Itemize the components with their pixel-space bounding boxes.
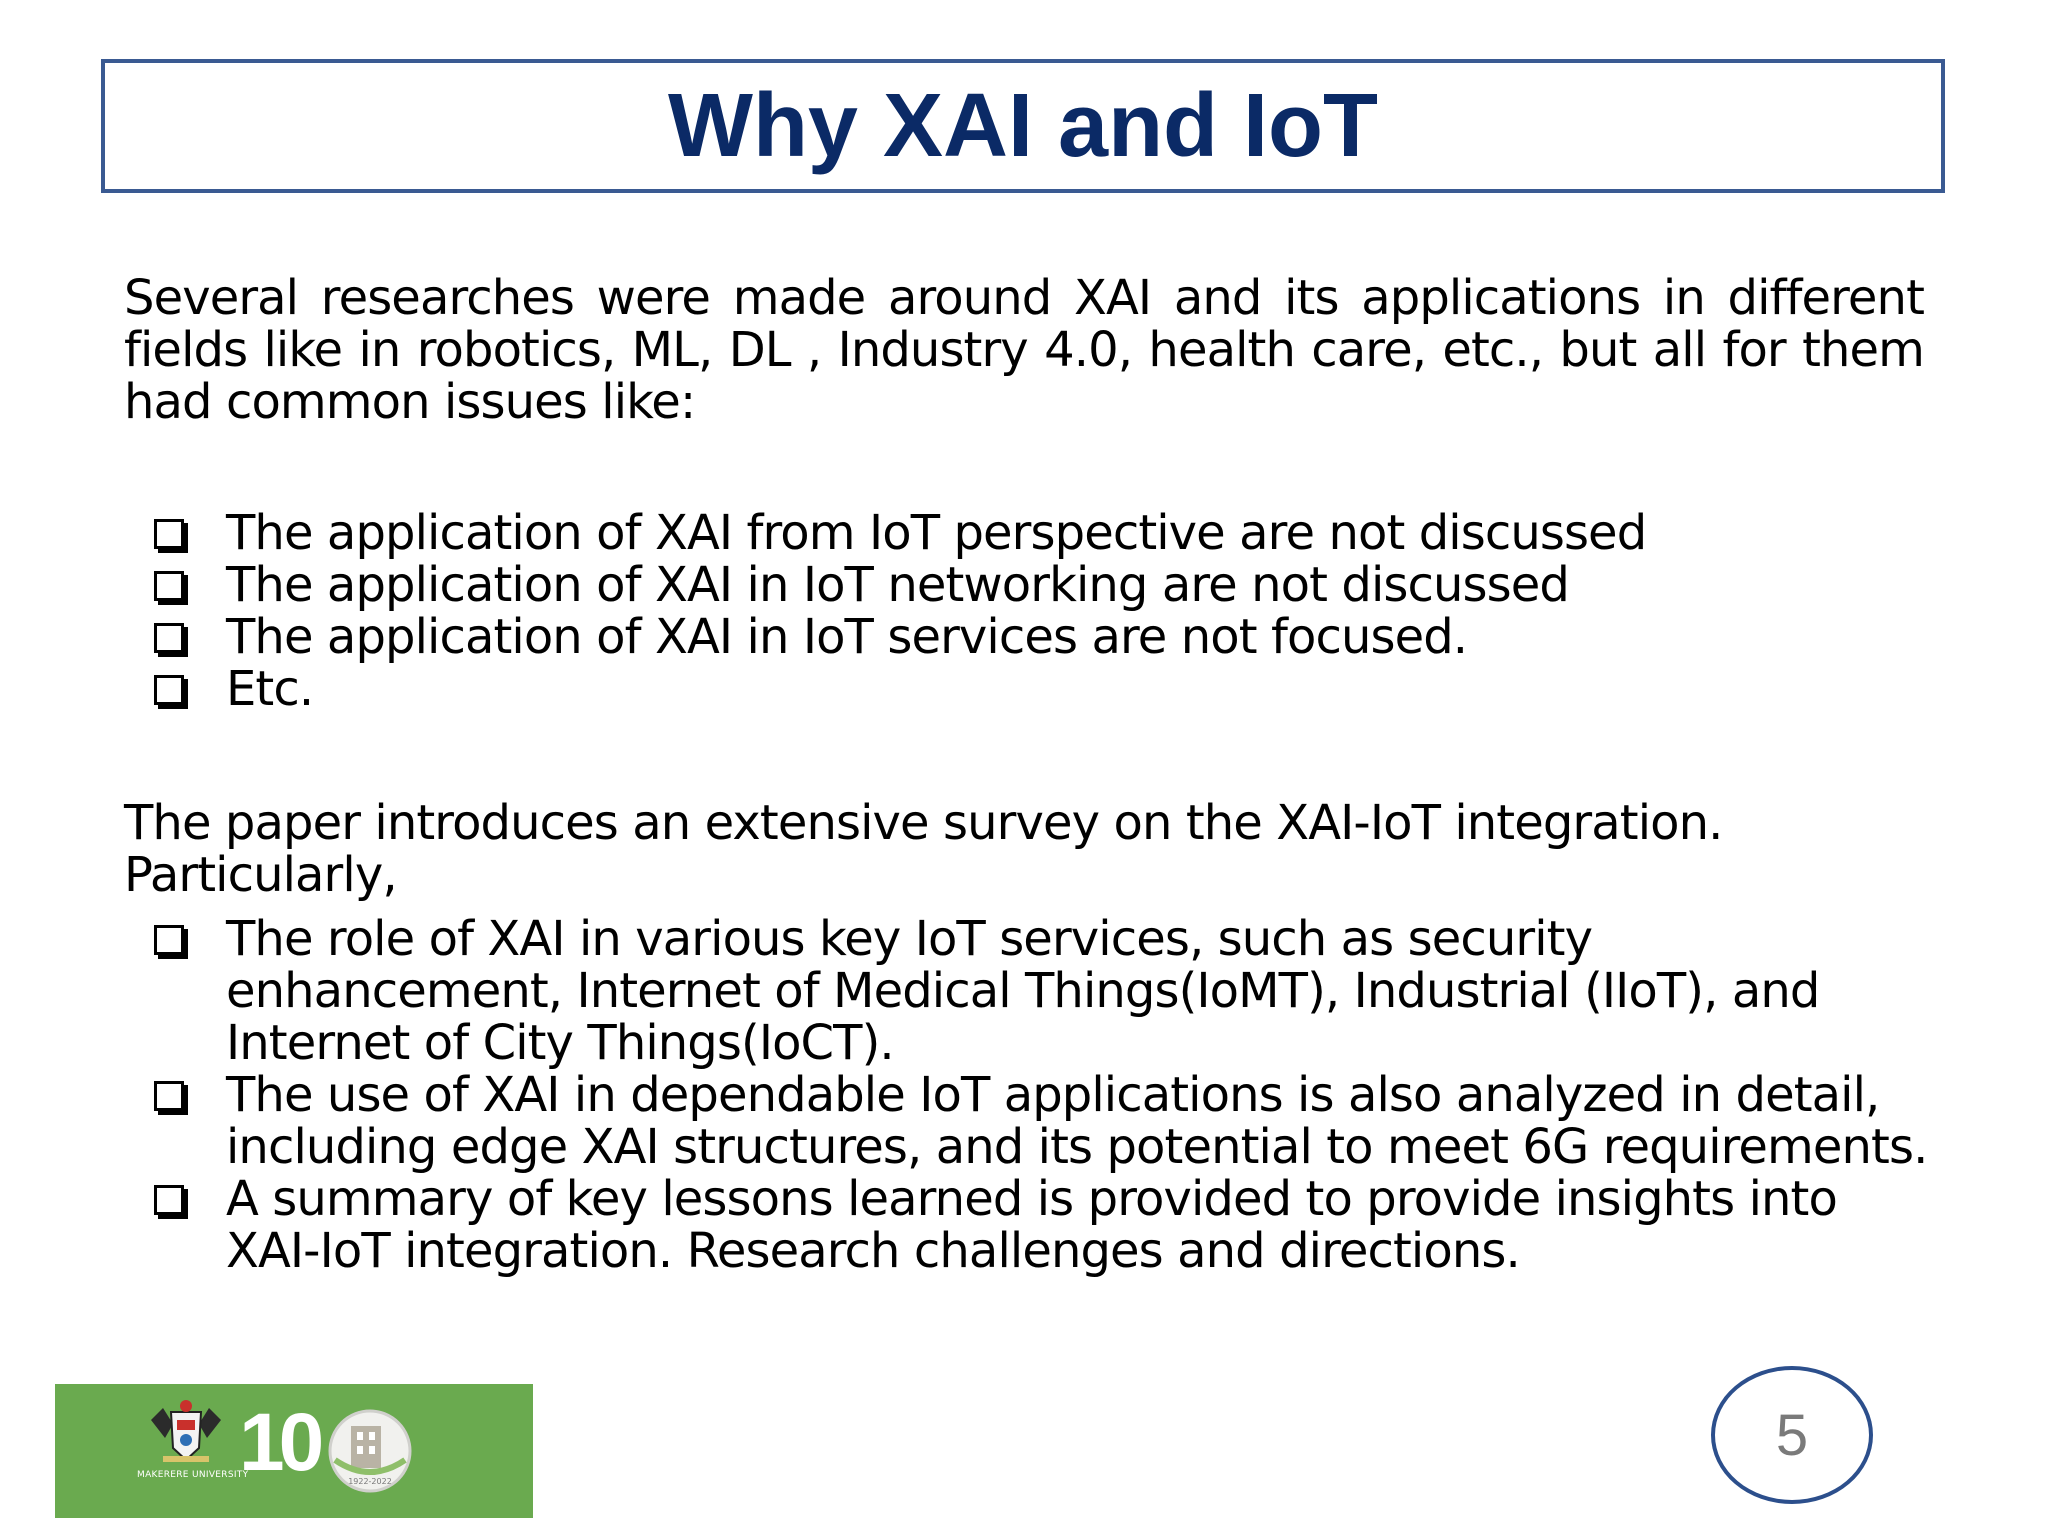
list-item-text: The role of XAI in various key IoT servi…: [226, 911, 1820, 1071]
issues-list: The application of XAI from IoT perspect…: [150, 507, 1930, 715]
seal-years: 1922-2022: [348, 1477, 392, 1486]
contributions-list: The role of XAI in various key IoT servi…: [150, 913, 1930, 1277]
university-centenary-logo: MAKERERE UNIVERSITY 10 1922-2022: [55, 1384, 533, 1518]
list-item-text: Etc.: [226, 661, 314, 717]
list-item: A summary of key lessons learned is prov…: [150, 1173, 1930, 1277]
crest-caption: MAKERERE UNIVERSITY: [137, 1470, 249, 1480]
title-box: Why XAI and IoT: [101, 59, 1945, 193]
slide-title: Why XAI and IoT: [668, 76, 1378, 176]
checkbox-bullet-icon: [154, 675, 184, 705]
list-item-text: A summary of key lessons learned is prov…: [226, 1171, 1838, 1279]
checkbox-bullet-icon: [154, 519, 184, 549]
intro-paragraph: Several researches were made around XAI …: [124, 270, 1925, 430]
checkbox-bullet-icon: [154, 1185, 184, 1215]
centenary-seal-icon: 1922-2022: [328, 1409, 412, 1493]
checkbox-bullet-icon: [154, 623, 184, 653]
centenary-number: 10: [239, 1397, 324, 1488]
summary-paragraph: The paper introduces an extensive survey…: [124, 795, 1723, 903]
list-item: Etc.: [150, 663, 1930, 715]
page-number: 5: [1775, 1402, 1809, 1468]
university-crest-icon: [151, 1400, 221, 1462]
list-item: The use of XAI in dependable IoT applica…: [150, 1069, 1930, 1173]
list-item: The application of XAI from IoT perspect…: [150, 507, 1930, 559]
checkbox-bullet-icon: [154, 1081, 184, 1111]
list-item-text: The use of XAI in dependable IoT applica…: [226, 1067, 1928, 1175]
list-item: The role of XAI in various key IoT servi…: [150, 913, 1930, 1069]
page-number-badge: 5: [1711, 1366, 1873, 1504]
list-item-text: The application of XAI from IoT perspect…: [226, 505, 1647, 561]
list-item-text: The application of XAI in IoT services a…: [226, 609, 1468, 665]
checkbox-bullet-icon: [154, 925, 184, 955]
list-item-text: The application of XAI in IoT networking…: [226, 557, 1570, 613]
list-item: The application of XAI in IoT networking…: [150, 559, 1930, 611]
list-item: The application of XAI in IoT services a…: [150, 611, 1930, 663]
checkbox-bullet-icon: [154, 571, 184, 601]
